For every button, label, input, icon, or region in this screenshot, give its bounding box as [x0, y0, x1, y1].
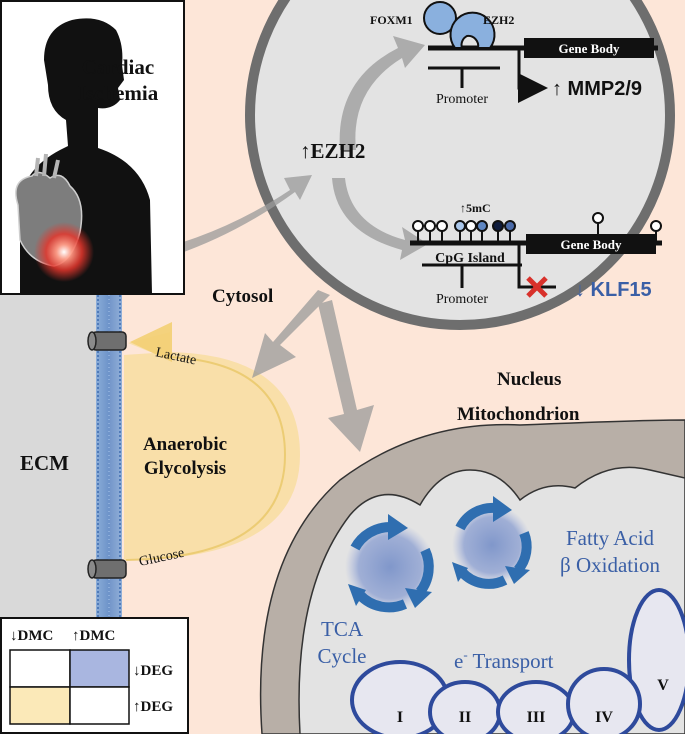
- ezh2-protein: [449, 11, 496, 49]
- legend-dmc-up: ↑DMC: [72, 628, 115, 644]
- klf15-label: ↓ KLF15: [575, 279, 652, 301]
- complex-v: [627, 588, 685, 732]
- tca-label-line2: Cycle: [318, 644, 367, 668]
- legend-deg-up: ↑DEG: [133, 699, 173, 715]
- panel-title-line1: Cardiac: [82, 55, 154, 79]
- tca-label-line1: TCA: [321, 617, 364, 641]
- glycolysis-label-line2: Glycolysis: [144, 458, 226, 479]
- complex-i-label: I: [397, 709, 403, 726]
- complex-ii-label: II: [459, 709, 471, 726]
- promoter-bottom-label: Promoter: [436, 292, 488, 307]
- complex-v-label: V: [657, 677, 669, 694]
- cytosol-label: Cytosol: [212, 286, 273, 307]
- panel-title-line2: Ischemia: [78, 81, 159, 105]
- legend-deg-down: ↓DEG: [133, 663, 173, 679]
- fatty-acid-label-line2: β Oxidation: [560, 553, 660, 577]
- lactate-channel: [87, 331, 127, 351]
- legend-swatch-blue: [69, 649, 130, 688]
- gene-body-bottom-label: Gene Body: [560, 237, 622, 252]
- legend-swatch-yellow: [9, 686, 71, 725]
- arrow-to-glycolysis: [252, 290, 330, 378]
- cardiac-ischemia-panel: [0, 0, 185, 295]
- gene-top: [423, 1, 658, 103]
- ecm-label: ECM: [20, 451, 69, 475]
- complex-iii: [496, 680, 576, 734]
- glycolysis-label-line1: Anaerobic: [143, 434, 227, 455]
- complex-iv: [566, 667, 642, 734]
- five-mc-label: ↑5mC: [460, 201, 491, 215]
- lactate-arrowhead: [130, 322, 172, 362]
- cpg-island-label: CpG Island: [435, 251, 505, 266]
- promoter-top-label: Promoter: [436, 92, 488, 107]
- foxm1-protein: [423, 1, 457, 35]
- heart-icon: [15, 153, 94, 282]
- complex-ii: [428, 680, 502, 734]
- complex-iv-label: IV: [595, 709, 613, 726]
- ezh2-label: EZH2: [483, 13, 514, 27]
- nucleus-label: Nucleus: [497, 369, 561, 390]
- legend: [0, 617, 189, 734]
- ezh2-up-label: ↑EZH2: [300, 139, 365, 163]
- red-x-icon: [526, 276, 548, 298]
- arrow-to-cpg: [332, 178, 428, 260]
- e-transport-label: e- Transport: [454, 647, 554, 673]
- arrow-to-mitochondrion: [318, 300, 374, 452]
- foxm1-label: FOXM1: [370, 13, 413, 27]
- glucose-channel: [87, 559, 127, 579]
- complex-iii-label: III: [527, 709, 546, 726]
- tca-cycle-icon: [345, 514, 435, 613]
- gene-body-top-label: Gene Body: [558, 41, 620, 56]
- gene-bottom: [410, 212, 662, 298]
- etc-complexes: [350, 588, 685, 734]
- methylation-lollipops: [412, 212, 662, 243]
- fatty-acid-label-line1: Fatty Acid: [566, 526, 655, 550]
- mitochondrion-label: Mitochondrion: [457, 404, 580, 425]
- legend-dmc-down: ↓DMC: [10, 628, 53, 644]
- arrow-to-foxm1: [339, 36, 425, 150]
- glycolysis-pathway: [124, 322, 300, 561]
- mmp-label: ↑ MMP2/9: [552, 78, 642, 100]
- fatty-acid-cycle-icon: [452, 496, 532, 589]
